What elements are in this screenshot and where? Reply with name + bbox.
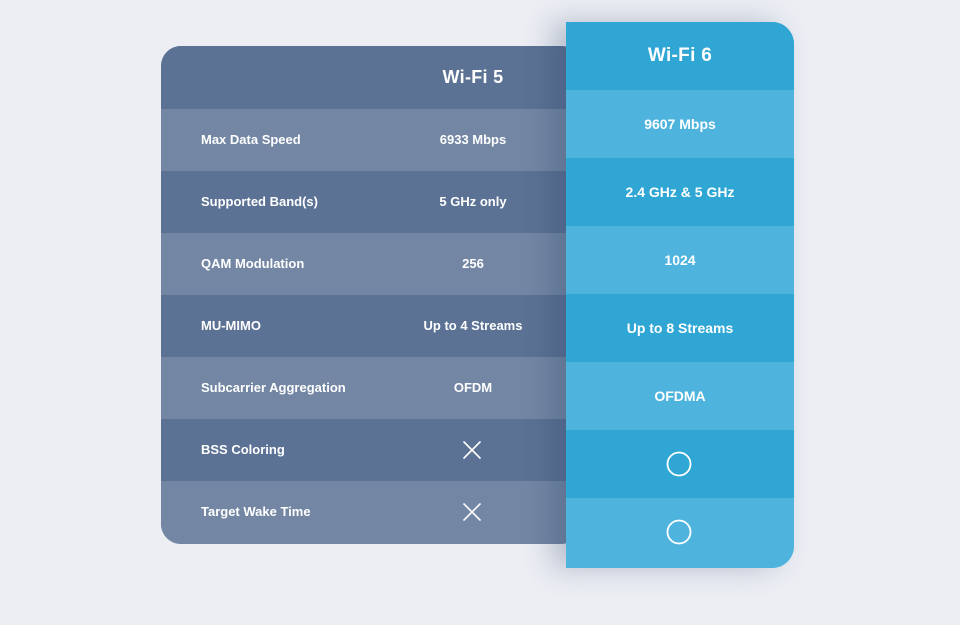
feature-label: Max Data Speed — [201, 132, 301, 147]
feature-label: Subcarrier Aggregation — [201, 380, 346, 395]
wifi6-row-supported-bands: 2.4 GHz & 5 GHz — [566, 158, 794, 226]
wifi5-value: OFDM — [453, 380, 493, 395]
table-row-subcarrier-aggregation: Subcarrier Aggregation OFDM — [161, 357, 581, 419]
circle-icon — [666, 451, 692, 477]
table-row-supported-bands: Supported Band(s) 5 GHz only — [161, 171, 581, 233]
wifi6-header: Wi-Fi 6 — [566, 22, 794, 90]
circle-icon — [666, 519, 692, 545]
wifi5-value: 256 — [462, 256, 484, 271]
wifi6-row-mu-mimo: Up to 8 Streams — [566, 294, 794, 362]
feature-label: QAM Modulation — [201, 256, 305, 271]
table-row-target-wake-time: Target Wake Time — [161, 481, 581, 544]
feature-label: BSS Coloring — [201, 442, 285, 457]
wifi6-value: 9607 Mbps — [644, 116, 716, 132]
wifi5-value: 6933 Mbps — [439, 132, 507, 147]
wifi6-row-target-wake-time — [566, 498, 794, 568]
wifi6-panel: Wi-Fi 6 9607 Mbps 2.4 GHz & 5 GHz 1024 U… — [566, 22, 794, 568]
wifi6-value: 2.4 GHz & 5 GHz — [625, 184, 735, 200]
table-row-bss-coloring: BSS Coloring — [161, 419, 581, 481]
wifi6-title: Wi-Fi 6 — [647, 45, 713, 66]
wifi6-value: 1024 — [664, 252, 696, 268]
cross-icon — [463, 503, 481, 521]
table-row-qam-modulation: QAM Modulation 256 — [161, 233, 581, 295]
feature-label: Target Wake Time — [201, 504, 311, 519]
wifi5-panel: Wi-Fi 5 Max Data Speed 6933 Mbps Support… — [161, 46, 581, 544]
feature-label: MU-MIMO — [201, 318, 261, 333]
wifi5-value: Up to 4 Streams — [423, 318, 523, 333]
wifi5-value: 5 GHz only — [439, 194, 507, 209]
feature-label: Supported Band(s) — [201, 194, 318, 209]
wifi6-row-qam-modulation: 1024 — [566, 226, 794, 294]
cross-icon — [463, 441, 481, 459]
wifi5-header: Wi-Fi 5 — [161, 46, 581, 109]
wifi6-row-bss-coloring — [566, 430, 794, 498]
table-row-max-data-speed: Max Data Speed 6933 Mbps — [161, 109, 581, 171]
wifi5-title: Wi-Fi 5 — [442, 67, 504, 87]
wifi6-value: Up to 8 Streams — [626, 320, 734, 336]
wifi6-row-max-data-speed: 9607 Mbps — [566, 90, 794, 158]
table-row-mu-mimo: MU-MIMO Up to 4 Streams — [161, 295, 581, 357]
wifi6-value: OFDMA — [654, 388, 706, 404]
wifi6-row-subcarrier-aggregation: OFDMA — [566, 362, 794, 430]
